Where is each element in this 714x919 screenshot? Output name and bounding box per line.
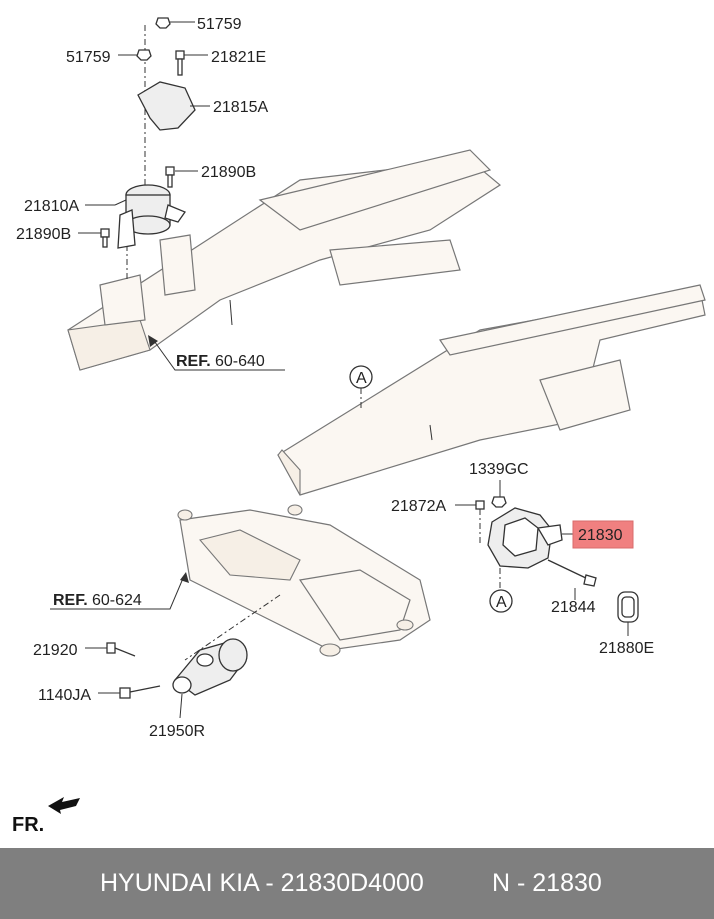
label-21821E: 21821E — [211, 49, 266, 66]
footer-part-number: N - 21830 — [492, 869, 602, 897]
front-arrow-icon — [48, 797, 80, 814]
transmission-mount-21830 — [487, 507, 563, 569]
transmission-mount-assembly — [349, 365, 639, 636]
label-51759-top: 51759 — [197, 16, 242, 33]
middle-frame-rail — [277, 284, 706, 496]
callout-a-lower — [489, 589, 513, 613]
nut-1339GC — [491, 496, 507, 508]
bolt-21890B-left — [100, 228, 110, 238]
front-direction-indicator — [48, 797, 80, 814]
front-subframe — [177, 504, 431, 657]
label-1339GC: 1339GC — [469, 461, 529, 478]
nut-51759-left — [136, 49, 152, 61]
top-mount-assembly — [78, 17, 210, 280]
bolt-21821E — [175, 50, 185, 60]
upper-frame-rail — [67, 149, 502, 371]
callout-a-upper-letter: A — [356, 370, 367, 387]
label-21950R: 21950R — [149, 723, 205, 740]
label-21830: 21830 — [578, 527, 623, 544]
nut-51759-top — [155, 17, 171, 29]
label-21890B-right: 21890B — [201, 164, 256, 181]
exploded-parts-diagram: 51759 51759 21821E 21815A 21890B 21810A … — [12, 16, 706, 836]
label-51759-left: 51759 — [66, 49, 111, 66]
label-1140JA: 1140JA — [38, 687, 91, 704]
bolt-21920 — [106, 642, 116, 654]
bracket-21815A — [137, 81, 196, 131]
label-21810A: 21810A — [24, 198, 79, 215]
label-21890B-left: 21890B — [16, 226, 71, 243]
bolt-21872A — [475, 500, 485, 510]
ref-leaders — [50, 335, 285, 610]
front-direction-label: FR. — [12, 814, 44, 836]
ref-prefix-upper: REF. — [176, 353, 211, 370]
label-21920: 21920 — [33, 642, 78, 659]
label-21815A: 21815A — [213, 99, 268, 116]
callout-a-lower-letter: A — [496, 594, 507, 611]
footer-brand-part-code: HYUNDAI KIA - 21830D4000 — [100, 869, 424, 897]
label-21844: 21844 — [551, 599, 596, 616]
bolt-1140JA — [119, 687, 131, 699]
ref-number-upper: 60-640 — [215, 353, 265, 370]
label-21872A: 21872A — [391, 498, 446, 515]
engine-mount-21810A — [117, 184, 186, 249]
highlight-box-21830 — [572, 520, 634, 549]
ref-prefix-lower: REF. — [53, 592, 88, 609]
footer-bar: HYUNDAI KIA - 21830D4000 N - 21830 — [0, 848, 714, 919]
label-21880E: 21880E — [599, 640, 654, 657]
ref-number-lower: 60-624 — [92, 592, 142, 609]
bolt-21890B-right — [165, 166, 175, 176]
roll-rod-21950R — [172, 638, 248, 696]
roll-rod-assembly — [85, 594, 281, 719]
bolt-21844 — [547, 559, 591, 581]
